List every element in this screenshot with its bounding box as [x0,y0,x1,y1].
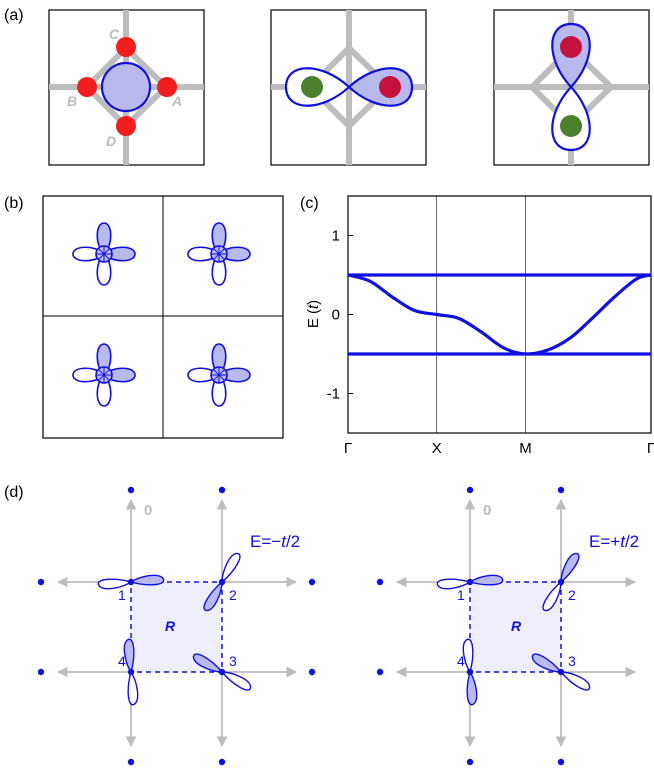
green-site-dot [301,76,323,98]
site-label-3: 3 [568,653,576,669]
cell-label: R [511,618,522,634]
panel-d-lattice-right: 0 R 1 2 3 4 E=+t/2 [376,486,639,766]
site-label-1: 1 [457,587,465,603]
site-dot-d [116,116,136,136]
site-dot-b [77,77,97,97]
y-tick-label: 0 [332,307,340,324]
y-tick-label: -1 [327,386,340,403]
panel-label-c: (c) [300,195,319,212]
y-axis-label: E (t) [305,300,322,328]
site-label-c: C [109,26,120,42]
panel-b-orbital-grid [42,195,284,439]
chart-frame [347,195,652,434]
x-tick-label: M [519,440,532,457]
site-label-4: 4 [457,653,465,669]
panel-a-plaquette-3 [493,9,650,166]
site-label-b: B [67,93,77,109]
energy-label: E=−t/2 [250,532,300,551]
site-dot-a [157,77,177,97]
crimson-site-dot [379,76,401,98]
origin-label: 0 [144,502,152,519]
site-dot-c [116,37,136,57]
x-tick-label: Γ [344,440,352,457]
band-line-3 [347,273,652,356]
band-structure-chart: -1 0 1 Γ X M Γ E (t) [305,195,654,457]
panel-a-plaquette-2 [270,9,427,166]
panel-a-plaquette-1: C A D B [48,9,205,166]
x-tick-label: X [432,440,442,457]
panel-d-lattice-left: 0 R 1 2 3 4 E=−t/2 [37,486,316,766]
site-label-d: D [106,133,116,149]
panel-label-d: (d) [4,484,24,501]
crimson-site-dot [560,36,582,58]
x-tick-label: Γ [647,440,654,457]
energy-label: E=+t/2 [589,532,639,551]
panel-label-a: (a) [4,7,24,24]
site-label-4: 4 [118,653,126,669]
site-label-a: A [171,93,182,109]
y-tick-label: 1 [332,228,340,245]
unit-cell-square [469,581,562,673]
panel-label-b: (b) [4,195,24,212]
site-label-1: 1 [118,587,126,603]
site-label-2: 2 [229,587,237,603]
origin-label: 0 [483,502,491,519]
site-label-3: 3 [229,653,237,669]
s-orbital-circle [100,61,152,113]
site-label-2: 2 [568,587,576,603]
unit-cell-square [130,581,223,673]
cell-label: R [165,618,176,634]
green-site-dot [560,115,582,137]
